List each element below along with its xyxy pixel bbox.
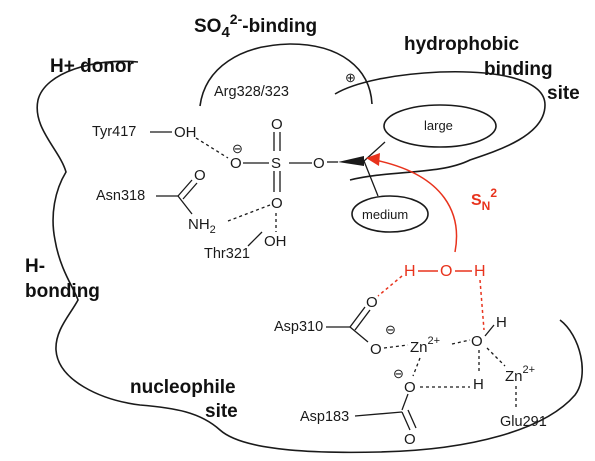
zn1-hydroxide-coord bbox=[451, 339, 471, 345]
sn2-label: SN2 bbox=[471, 186, 497, 213]
medium-pocket-label: medium bbox=[362, 207, 408, 222]
asn-residue-label: Asn318 bbox=[96, 188, 145, 204]
hydrophobic-label-line2: binding bbox=[484, 59, 553, 80]
zn2-hydroxide-coord bbox=[486, 347, 506, 367]
hydrophobic-pocket-arc bbox=[334, 70, 546, 181]
bridging-hydroxide-o: O bbox=[471, 333, 483, 350]
asn-amine: NH2 bbox=[188, 216, 216, 236]
asp310-o-bottom: O bbox=[370, 341, 382, 358]
water-h-left: H bbox=[404, 263, 416, 280]
thr-hydroxyl: OH bbox=[264, 233, 287, 250]
water-h-right: H bbox=[474, 263, 486, 280]
main-pocket-outline bbox=[36, 60, 583, 454]
zinc-ion-1: Zn2+ bbox=[410, 335, 440, 356]
medium-pocket bbox=[351, 195, 429, 233]
asp183-residue-label: Asp183 bbox=[300, 409, 349, 425]
sulfate-o-left-charge: ⊖ bbox=[232, 141, 243, 156]
thr-residue-label: Thr321 bbox=[204, 246, 250, 262]
pocket-outlines bbox=[36, 43, 583, 454]
stereo-wedge-bond bbox=[338, 156, 364, 166]
h-bonding-label-line1: H- bbox=[25, 256, 45, 277]
asp310-o-top: O bbox=[366, 294, 378, 311]
hydrophobic-label-line1: hydrophobic bbox=[404, 34, 519, 55]
water-asp-hbond bbox=[377, 275, 403, 297]
sn2-arrowhead bbox=[366, 153, 380, 166]
zn1-asp183-coord bbox=[412, 357, 421, 377]
sulfate-o-bottom: O bbox=[271, 195, 283, 212]
glu-residue-label: Glu291 bbox=[500, 414, 547, 430]
sulfate-o-left: O bbox=[230, 155, 242, 172]
zinc-ion-2: Zn2+ bbox=[505, 364, 535, 385]
h-bonding-label-line2: bonding bbox=[25, 281, 100, 302]
asn-hbond bbox=[227, 204, 271, 222]
nucleophile-label-line2: site bbox=[205, 401, 238, 422]
asp310-residue-label: Asp310 bbox=[274, 319, 323, 335]
sulfur-atom: S bbox=[271, 155, 281, 172]
tyr-hbond bbox=[195, 137, 229, 159]
asn-carbonyl-o: O bbox=[194, 167, 206, 184]
large-pocket bbox=[383, 104, 497, 148]
asp183-charge: ⊖ bbox=[393, 366, 404, 381]
arg-positive-charge: ⊕ bbox=[345, 70, 356, 85]
zn1-asp310-coord bbox=[383, 344, 409, 349]
asp310-charge: ⊖ bbox=[385, 322, 396, 337]
water-hydroxide-hbond bbox=[479, 279, 485, 331]
hydrophobic-label-line3: site bbox=[547, 83, 580, 104]
tyr-residue-label: Tyr417 bbox=[92, 124, 136, 140]
h-donor-label: H+ donor bbox=[50, 56, 135, 77]
large-pocket-label: large bbox=[424, 118, 453, 133]
sulfate-binding-arc bbox=[199, 43, 373, 107]
nucleophile-label-line1: nucleophile bbox=[130, 377, 236, 398]
hydroxide-h-top: H bbox=[496, 314, 507, 331]
asp183-o-bottom: O bbox=[404, 431, 416, 448]
sulfate-binding-label: SO42--binding bbox=[194, 11, 317, 41]
water-oxygen: O bbox=[440, 263, 452, 280]
sulfate-o-right: O bbox=[313, 155, 325, 172]
sulfate-o-top: O bbox=[271, 116, 283, 133]
arg-residue-label: Arg328/323 bbox=[214, 84, 289, 100]
hydroxide-h-bottom: H bbox=[473, 376, 484, 393]
tyr-hydroxyl: OH bbox=[174, 124, 197, 141]
asp183-o-top: O bbox=[404, 379, 416, 396]
sn2-attack-arrow bbox=[374, 159, 458, 253]
